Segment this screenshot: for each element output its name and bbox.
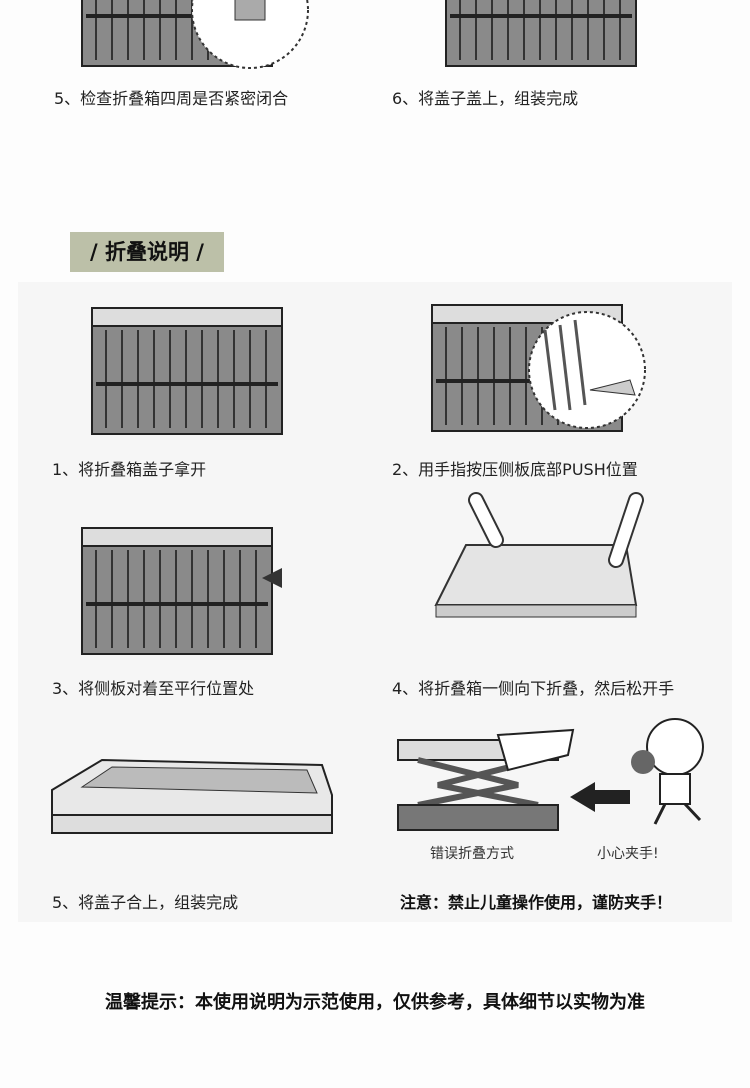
careful-label: 小心夹手! (597, 846, 659, 862)
step1-crate-illustration (90, 306, 284, 436)
wrong-fold-label: 错误折叠方式 (430, 846, 514, 862)
arrow-icon (570, 782, 630, 812)
crate-illustration-top-right (444, 0, 638, 68)
top-step-5-caption: 5、检查折叠箱四周是否紧密闭合 (54, 89, 289, 108)
footer-tip: 温馨提示：本使用说明为示范使用，仅供参考，具体细节以实物为准 (105, 992, 645, 1013)
wrong-fold-illustration (397, 728, 575, 831)
step2-zoom-circle (528, 311, 646, 429)
crate-illustration-top-left (80, 0, 274, 68)
step4-folding-illustration (434, 492, 644, 618)
step5-closed-crate-illustration (51, 758, 333, 834)
fold-step-2-caption: 2、用手指按压侧板底部PUSH位置 (392, 460, 638, 479)
step3-crate-illustration (80, 526, 282, 656)
fold-step-4-caption: 4、将折叠箱一侧向下折叠，然后松开手 (392, 679, 675, 698)
zoom-circle-illustration (191, 0, 309, 69)
top-step-6-caption: 6、将盖子盖上，组装完成 (392, 89, 579, 108)
section-title: / 折叠说明 / (70, 232, 224, 272)
fold-step-1-caption: 1、将折叠箱盖子拿开 (52, 460, 207, 479)
fold-step-5-caption: 5、将盖子合上，组装完成 (52, 893, 239, 912)
child-cartoon-illustration (631, 718, 704, 825)
safety-warning: 注意：禁止儿童操作使用，谨防夹手！ (400, 893, 673, 912)
fold-step-3-caption: 3、将侧板对着至平行位置处 (52, 679, 255, 698)
step2-crate-illustration (430, 303, 624, 433)
